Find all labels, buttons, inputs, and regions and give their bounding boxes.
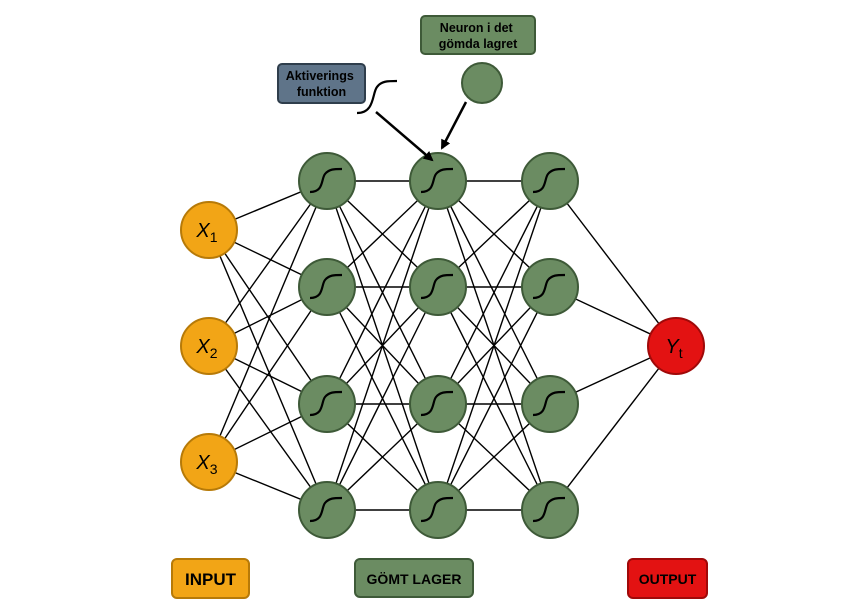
legend-hidden: GÖMT LAGER bbox=[354, 558, 474, 598]
hidden-layer3-neuron4 bbox=[521, 481, 579, 539]
sigmoid-icon bbox=[420, 167, 454, 194]
edge-input3-h1n1 bbox=[208, 180, 328, 463]
input-node-label-2: X2 bbox=[195, 336, 217, 361]
input-node-label-1: X1 bbox=[195, 220, 217, 245]
input-node-3 bbox=[180, 433, 238, 491]
hidden-layer1-neuron1 bbox=[298, 152, 356, 210]
activation-function-box bbox=[277, 63, 366, 104]
hidden-layer2-neuron3 bbox=[409, 375, 467, 433]
edge-h2n3-h3n1 bbox=[437, 180, 551, 405]
connection-edges bbox=[208, 180, 677, 511]
hidden-layer2-neuron4 bbox=[409, 481, 467, 539]
edge-h3n1-output bbox=[549, 180, 677, 347]
activation-function-callout: Aktiverings funktion bbox=[277, 63, 434, 162]
hidden-neuron-callout: Neuron i det gömda lagret bbox=[420, 15, 536, 150]
hidden-layer3-neuron3 bbox=[521, 375, 579, 433]
svg-text:Neuron i det gömda lagre: Neuron i det gömda lagret bbox=[439, 21, 518, 51]
legend: INPUT GÖMT LAGER OUTPUT bbox=[171, 558, 708, 599]
output-node-label: Yt bbox=[665, 336, 682, 361]
edge-h2n4-h3n1 bbox=[437, 180, 551, 511]
hidden-layer3-neuron1 bbox=[521, 152, 579, 210]
edge-input2-h1n1 bbox=[208, 180, 328, 347]
hidden-layer1-neuron2 bbox=[298, 258, 356, 316]
neuron-label-line1: Neuron i det bbox=[440, 21, 514, 35]
svg-text:Aktiverings funktion: Aktiverings funktion bbox=[286, 69, 358, 99]
sigmoid-icon bbox=[532, 390, 566, 417]
sigmoid-icon bbox=[309, 167, 343, 194]
sigmoid-icon bbox=[309, 390, 343, 417]
neuron-label-line2: gömda lagret bbox=[439, 37, 518, 51]
input-node-2 bbox=[180, 317, 238, 375]
sigmoid-icon bbox=[420, 390, 454, 417]
edge-input1-h1n4 bbox=[208, 229, 328, 511]
edge-h3n4-output bbox=[549, 345, 677, 511]
sigmoid-icon bbox=[532, 273, 566, 300]
sigmoid-icon bbox=[532, 167, 566, 194]
hidden-neuron-box bbox=[420, 15, 536, 55]
edge-input3-h1n2 bbox=[208, 286, 328, 463]
hidden-layer2-neuron2 bbox=[409, 258, 467, 316]
activation-arrow bbox=[375, 111, 434, 162]
neuron-arrow bbox=[440, 101, 468, 150]
hidden-layer3-neuron2 bbox=[521, 258, 579, 316]
sigmoid-icon bbox=[420, 496, 454, 523]
output-node bbox=[647, 317, 705, 375]
edge-h2n4-h3n2 bbox=[437, 286, 551, 511]
input-node-label-3: X3 bbox=[195, 452, 217, 477]
hidden-layer1-neuron4 bbox=[298, 481, 356, 539]
activation-label-line2: funktion bbox=[297, 85, 346, 99]
edge-h1n3-h2n1 bbox=[326, 180, 439, 405]
edge-h1n4-h2n2 bbox=[326, 286, 439, 511]
sigmoid-icon bbox=[532, 496, 566, 523]
sigmoid-icon bbox=[420, 273, 454, 300]
edge-input2-h1n4 bbox=[208, 345, 328, 511]
activation-sigmoid-icon bbox=[356, 79, 398, 115]
legend-input-label: INPUT bbox=[185, 570, 237, 589]
hidden-layer1-neuron3 bbox=[298, 375, 356, 433]
edge-h1n4-h2n1 bbox=[326, 180, 439, 511]
sigmoid-icon bbox=[309, 273, 343, 300]
activation-label-line1: Aktiverings bbox=[286, 69, 354, 83]
legend-hidden-label: GÖMT LAGER bbox=[367, 571, 462, 587]
legend-input: INPUT bbox=[171, 558, 250, 599]
hidden-layer2-neuron1 bbox=[409, 152, 467, 210]
input-node-1 bbox=[180, 201, 238, 259]
legend-output-label: OUTPUT bbox=[639, 571, 697, 587]
sigmoid-icon bbox=[309, 496, 343, 523]
example-neuron-icon bbox=[461, 62, 503, 104]
legend-output: OUTPUT bbox=[627, 558, 708, 599]
